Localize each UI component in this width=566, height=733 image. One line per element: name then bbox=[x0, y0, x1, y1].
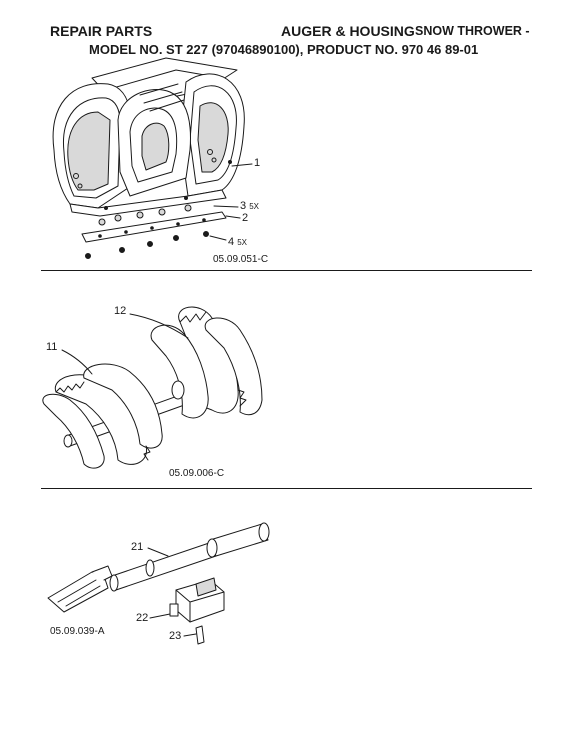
callout-4-num: 4 bbox=[228, 236, 235, 248]
header-left-title: REPAIR PARTS bbox=[50, 23, 153, 39]
auger-housing-drawing bbox=[52, 57, 253, 259]
figure-3-code: 05.09.039-A bbox=[50, 626, 105, 637]
callout-3: 3 5X bbox=[240, 200, 259, 212]
auger-shaft-drawing bbox=[47, 522, 270, 645]
callout-22: 22 bbox=[136, 612, 149, 624]
figure-1-code: 05.09.051-C bbox=[213, 254, 269, 265]
callout-1: 1 bbox=[254, 157, 261, 169]
callout-23: 23 bbox=[169, 630, 182, 642]
callout-21: 21 bbox=[131, 541, 144, 553]
header-product-type: SNOW THROWER - bbox=[415, 24, 530, 38]
section-divider-1 bbox=[41, 270, 532, 271]
figure-2-code: 05.09.006-C bbox=[169, 468, 225, 479]
auger-assembly-drawing bbox=[42, 306, 263, 469]
callout-4-qty: 5X bbox=[237, 238, 247, 247]
header-section-title: AUGER & HOUSING bbox=[281, 23, 415, 39]
callout-4: 4 5X bbox=[228, 236, 247, 248]
callout-2: 2 bbox=[242, 212, 249, 224]
callout-11: 11 bbox=[46, 341, 58, 353]
callout-3-qty: 5X bbox=[249, 202, 259, 211]
header-model-line: MODEL NO. ST 227 (97046890100), PRODUCT … bbox=[89, 42, 479, 57]
section-divider-2 bbox=[41, 488, 532, 489]
callout-12: 12 bbox=[114, 305, 127, 317]
callout-3-num: 3 bbox=[240, 200, 247, 212]
